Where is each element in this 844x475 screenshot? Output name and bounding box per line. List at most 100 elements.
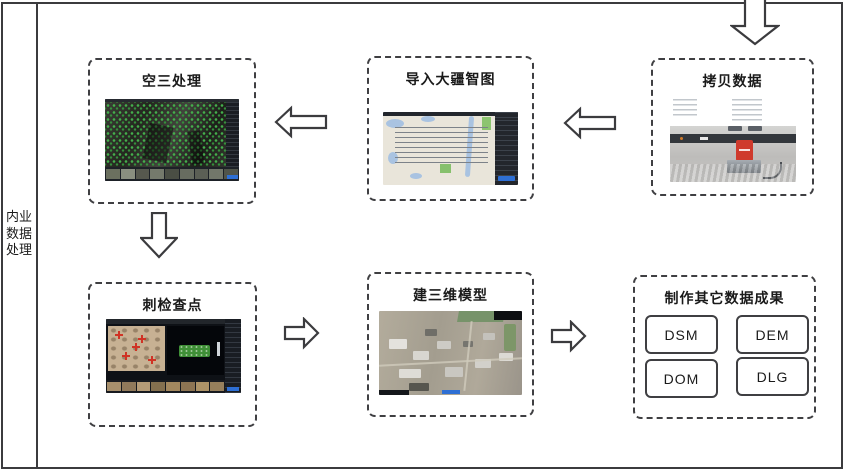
green-point-patch (179, 345, 210, 357)
node-title: 空三处理 (142, 73, 202, 89)
red-storage-device (735, 140, 753, 161)
dji-terra-screenshot (383, 112, 518, 185)
viewport-corner (494, 311, 522, 320)
thumbnail-tile (166, 382, 180, 391)
desk-surface (670, 164, 796, 182)
node-build-3d-model: 建三维模型 (367, 272, 534, 417)
scale-widget (217, 342, 220, 356)
thumbnail-tile (120, 169, 135, 179)
thumbnail-tile (150, 169, 165, 179)
node-title: 建三维模型 (413, 287, 488, 303)
button-chip (728, 126, 742, 131)
tie-point-viewport (105, 102, 226, 167)
checkpoints-screenshot (106, 319, 241, 393)
building-roof (409, 383, 429, 391)
thumbnail-tile (194, 169, 209, 179)
map-greenspace (482, 117, 491, 130)
copy-data-screenshot (670, 96, 796, 182)
sidebar-divider-line (36, 2, 38, 467)
thumbnail-strip (105, 167, 239, 181)
laptop-edge (670, 134, 796, 143)
node-import-dji-terra: 导入大疆智图 (367, 56, 534, 201)
thumbnail-tile (151, 382, 165, 391)
section-label-indoor-data-processing: 内业 数据 处理 (1, 0, 37, 467)
indicator-dot (700, 137, 708, 140)
product-dom: DOM (645, 359, 718, 398)
aerotriangulation-screenshot (105, 99, 239, 181)
section-label-line: 内业 (5, 209, 32, 225)
point-cloud-panel (167, 326, 224, 375)
3d-model-screenshot (379, 311, 522, 395)
checkpoint-marker (122, 352, 130, 360)
checkpoint-marker (138, 335, 146, 343)
settings-panel (226, 102, 239, 167)
thumbnail-tile (179, 169, 194, 179)
node-title: 制作其它数据成果 (664, 290, 785, 306)
checkpoint-marker (115, 331, 123, 339)
building-roof (399, 369, 421, 378)
thumbnail-tile (136, 382, 151, 391)
node-title: 导入大疆智图 (405, 71, 496, 87)
flow-arrow-left-copy-to-import (563, 106, 617, 140)
building-roof (445, 367, 463, 377)
thumbnail-tile (121, 382, 136, 391)
settings-panel (225, 319, 241, 393)
thumbnail-tile (135, 169, 150, 179)
thumbnail-tile (224, 169, 239, 179)
thumbnail-tile (180, 382, 195, 391)
flow-arrow-left-import-to-aero (274, 105, 328, 139)
checkpoint-marker (148, 356, 156, 364)
building-roof (437, 341, 451, 349)
toolbar (383, 112, 518, 116)
terrain-shadow (187, 130, 204, 165)
node-mark-checkpoints: 刺检查点 (88, 282, 257, 427)
flow-arrow-down-entry (730, 0, 780, 46)
thumbnail-strip (106, 380, 225, 393)
survey-area-marker (439, 164, 451, 174)
product-dem: DEM (736, 315, 809, 354)
thumbnail-tile (106, 169, 120, 179)
settings-panel (495, 112, 518, 185)
road-line (463, 321, 473, 391)
toolbar (105, 99, 239, 102)
flow-arrow-right-check-to-model (283, 317, 320, 350)
building-roof (413, 351, 429, 360)
start-button (498, 176, 515, 181)
action-button (227, 175, 238, 179)
building-roof (389, 339, 407, 349)
action-button (227, 387, 239, 391)
node-other-products: 制作其它数据成果 DSM DEM DOM DLG (633, 275, 816, 419)
node-copy-data: 拷贝数据 (651, 58, 814, 196)
button-chip (748, 126, 762, 131)
toolbar (106, 319, 241, 324)
flight-route-grid (395, 126, 489, 168)
road-line (379, 357, 522, 367)
map-water (388, 152, 399, 165)
flow-arrow-right-model-to-products (550, 320, 587, 353)
node-title: 拷贝数据 (702, 73, 763, 89)
thumbnail-tile (107, 382, 121, 391)
building-roof (425, 329, 437, 336)
thumbnail-tile (195, 382, 210, 391)
usb-cable (763, 162, 782, 179)
terrain-shadow (142, 122, 174, 163)
ortho-image-panel (108, 326, 165, 371)
thumbnail-tile (210, 382, 224, 391)
map-water (385, 119, 404, 129)
file-list-column (732, 99, 762, 121)
status-chip (379, 390, 409, 395)
product-dsm: DSM (645, 315, 718, 354)
map-water (420, 116, 435, 123)
building-roof (483, 333, 495, 340)
hard-drive (726, 160, 761, 173)
sd-card-photo (670, 126, 796, 182)
checkpoint-marker (132, 343, 140, 351)
map-water (410, 173, 422, 180)
building-roof (475, 359, 491, 368)
indicator-dot (680, 137, 683, 140)
building-roof (499, 353, 513, 361)
product-dlg: DLG (736, 357, 809, 396)
flow-arrow-down-aero-to-check (140, 212, 178, 259)
